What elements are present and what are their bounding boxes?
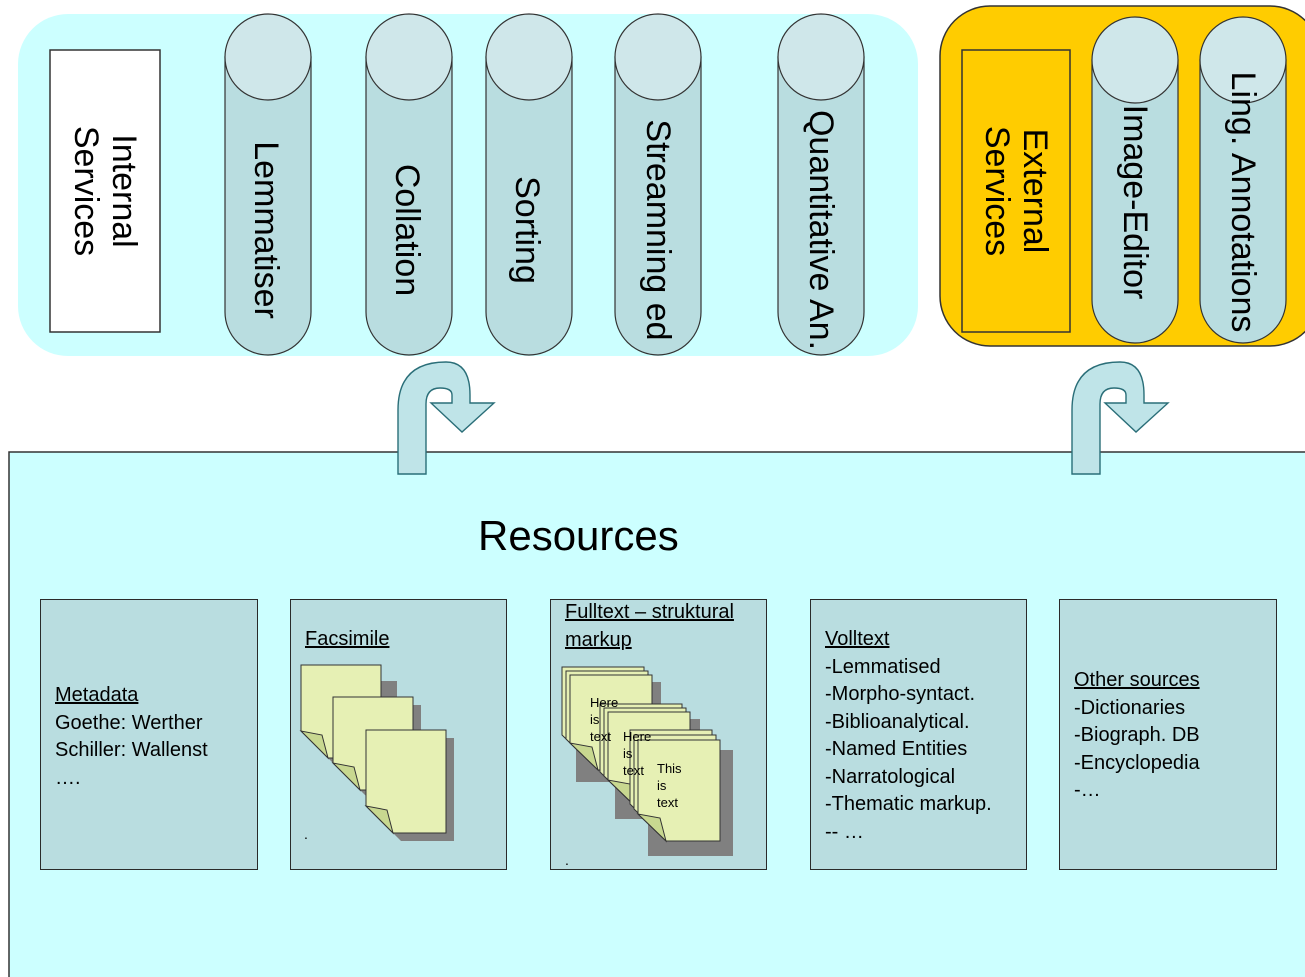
facsimile-text: Facsimile bbox=[305, 626, 389, 654]
cylinder-lemmatiser bbox=[224, 13, 312, 356]
external-services-label: External Services bbox=[978, 126, 1054, 256]
metadata-line: Schiller: Wallenst bbox=[55, 739, 208, 761]
fulltext-page-text-a: Here is text bbox=[590, 694, 618, 745]
page-word: text bbox=[623, 763, 644, 778]
resources-title: Resources bbox=[478, 512, 679, 559]
fulltext-text: Fulltext – struktural markup bbox=[565, 599, 734, 654]
internal-label-line1: Internal bbox=[105, 134, 143, 248]
cylinder-image-editor bbox=[1091, 16, 1179, 344]
volltext-line: -Narratological bbox=[825, 765, 956, 788]
other-sources-line: -Encyclopedia bbox=[1074, 751, 1200, 774]
cylinder-streamning bbox=[614, 13, 702, 356]
arrow-external bbox=[1071, 361, 1170, 475]
other-sources-heading: Other sources bbox=[1074, 669, 1200, 691]
page-word: text bbox=[657, 795, 678, 810]
external-label-line2: Services bbox=[978, 125, 1016, 257]
volltext-line: -Biblioanalytical. bbox=[825, 710, 970, 733]
service-collation[interactable]: Collation bbox=[388, 163, 426, 297]
other-sources-line: -Dictionaries bbox=[1074, 696, 1186, 719]
page-word: text bbox=[590, 729, 611, 744]
facsimile-pages-icon bbox=[299, 664, 454, 841]
other-sources-card[interactable] bbox=[1059, 599, 1277, 870]
fulltext-heading-line2: markup bbox=[565, 628, 632, 651]
cylinder-sorting bbox=[485, 13, 573, 356]
metadata-heading: Metadata bbox=[55, 684, 139, 706]
volltext-line: -Thematic markup. bbox=[825, 793, 992, 815]
metadata-line: …. bbox=[55, 766, 81, 789]
arrow-internal bbox=[397, 361, 496, 475]
internal-services-label: Internal Services bbox=[67, 126, 143, 256]
metadata-line: Goethe: Werther bbox=[55, 711, 203, 734]
service-lemmatiser[interactable]: Lemmatiser bbox=[247, 141, 285, 319]
volltext-text: Volltext -Lemmatised -Morpho-syntact. -B… bbox=[825, 626, 992, 846]
fulltext-pages-icon bbox=[561, 666, 733, 856]
fulltext-heading-line1: Fulltext – struktural bbox=[565, 601, 734, 623]
fulltext-dot: . bbox=[565, 852, 569, 868]
service-sorting[interactable]: Sorting bbox=[508, 176, 546, 284]
metadata-text: Metadata Goethe: Werther Schiller: Walle… bbox=[55, 682, 208, 792]
volltext-line: -- … bbox=[825, 820, 864, 843]
facsimile-dot: . bbox=[304, 826, 308, 842]
facsimile-heading: Facsimile bbox=[305, 628, 390, 650]
service-ling-annotations[interactable]: Ling. Annotations bbox=[1224, 71, 1262, 333]
volltext-card[interactable] bbox=[810, 599, 1027, 870]
metadata-card[interactable] bbox=[40, 599, 258, 870]
page-word: is bbox=[590, 712, 600, 727]
page-word: Here bbox=[623, 729, 652, 744]
volltext-line: -Named Entities bbox=[825, 738, 968, 760]
external-label-line1: External bbox=[1016, 128, 1054, 254]
service-streamning[interactable]: Streamning ed bbox=[639, 119, 677, 341]
volltext-line: -Morpho-syntact. bbox=[825, 683, 976, 705]
volltext-heading: Volltext bbox=[825, 628, 890, 650]
page-word: This bbox=[657, 761, 682, 776]
service-quantitative[interactable]: Quantitative An. bbox=[802, 109, 840, 351]
fulltext-page-text-b: Here is text bbox=[623, 728, 651, 779]
cylinder-quantitative bbox=[777, 13, 865, 356]
external-services-box bbox=[961, 49, 1071, 333]
internal-label-line2: Services bbox=[67, 125, 105, 257]
volltext-line: -Lemmatised bbox=[825, 655, 941, 678]
service-image-editor[interactable]: Image-Editor bbox=[1116, 104, 1154, 300]
other-sources-line: -Biograph. DB bbox=[1074, 724, 1200, 746]
cylinder-collation bbox=[365, 13, 453, 356]
page-word: is bbox=[657, 778, 667, 793]
other-sources-line: -… bbox=[1074, 779, 1101, 801]
page-word: is bbox=[623, 746, 633, 761]
cylinder-ling-annotations bbox=[1199, 16, 1287, 344]
other-sources-text: Other sources -Dictionaries -Biograph. D… bbox=[1074, 667, 1200, 805]
internal-services-box bbox=[49, 49, 161, 333]
page-word: Here bbox=[590, 695, 619, 710]
fulltext-page-text-c: This is text bbox=[657, 760, 682, 811]
